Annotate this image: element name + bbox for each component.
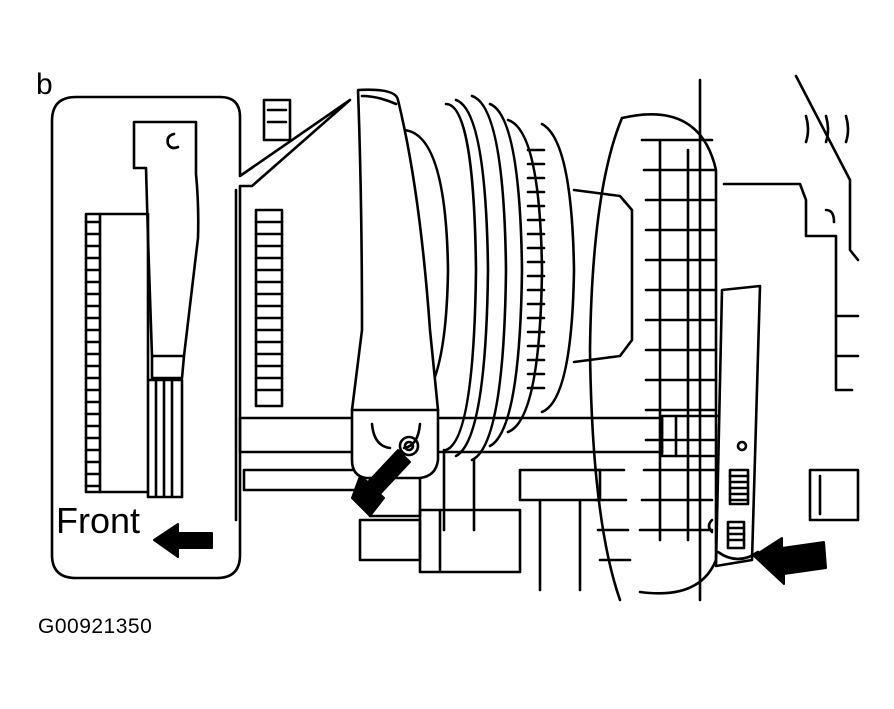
front-arrow-icon [153, 523, 213, 558]
puller-shaft [238, 414, 722, 458]
puller-bolt [398, 435, 420, 457]
arrow-icon-spring [753, 537, 827, 585]
inset-frame [50, 95, 352, 580]
lower-components [358, 468, 602, 592]
spring-lower [716, 520, 760, 561]
right-stand [707, 284, 762, 568]
detail-letter-label: b [36, 68, 53, 101]
inset-sleeve [146, 212, 184, 499]
spring-upper [728, 468, 750, 506]
front-direction-label: Front [56, 500, 141, 541]
inset-detail-panel [50, 95, 352, 580]
arrow-icon-bolt [351, 449, 411, 517]
inset-puller-arm [132, 120, 200, 380]
puller-arm [350, 88, 440, 518]
transmission-case [698, 74, 860, 602]
figure-code-label: G00921350 [38, 615, 153, 638]
inset-ring-gear [84, 212, 150, 494]
inset-arm-slot [166, 132, 180, 150]
toothed-drum [588, 113, 718, 602]
rear-gear-ring [234, 98, 362, 522]
